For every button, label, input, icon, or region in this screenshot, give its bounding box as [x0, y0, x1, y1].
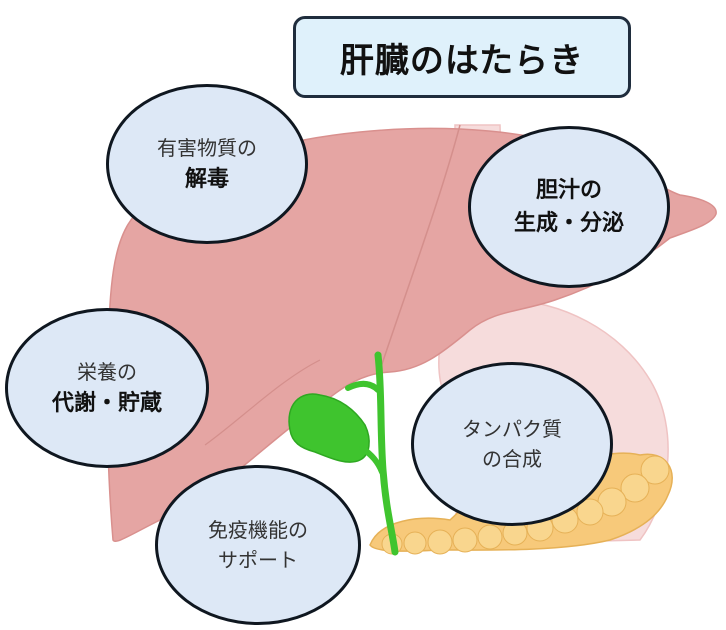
function-bubble-bile: 胆汁の 生成・分泌	[468, 126, 670, 288]
bubble-label: 免疫機能の	[208, 518, 308, 542]
bile-duct	[359, 445, 385, 475]
bubble-label: サポート	[218, 548, 298, 572]
bubble-heading: 生成・分泌	[513, 211, 624, 236]
page-title: 肝臓のはたらき	[293, 16, 631, 98]
bubble-label: 有害物質の	[157, 135, 257, 160]
liver-lobe-line	[204, 359, 321, 446]
bubble-heading: 解毒	[184, 166, 229, 192]
function-bubble-detox: 有害物質の 解毒	[106, 84, 308, 244]
function-bubble-protein: タンパク質 の合成	[411, 362, 613, 526]
bubble-label: の合成	[482, 447, 542, 471]
function-bubble-metabolism: 栄養の 代謝・貯蔵	[5, 308, 209, 468]
gallbladder-shape	[288, 393, 370, 463]
bile-duct	[374, 351, 399, 556]
bubble-heading: 代謝・貯蔵	[51, 390, 162, 416]
bubble-heading: 胆汁の	[535, 178, 602, 203]
function-bubble-immune: 免疫機能の サポート	[155, 465, 361, 625]
liver-lobe-line	[379, 124, 461, 371]
bubble-label: 栄養の	[77, 359, 137, 384]
bubble-label: タンパク質	[462, 417, 562, 441]
bile-duct	[345, 380, 381, 393]
